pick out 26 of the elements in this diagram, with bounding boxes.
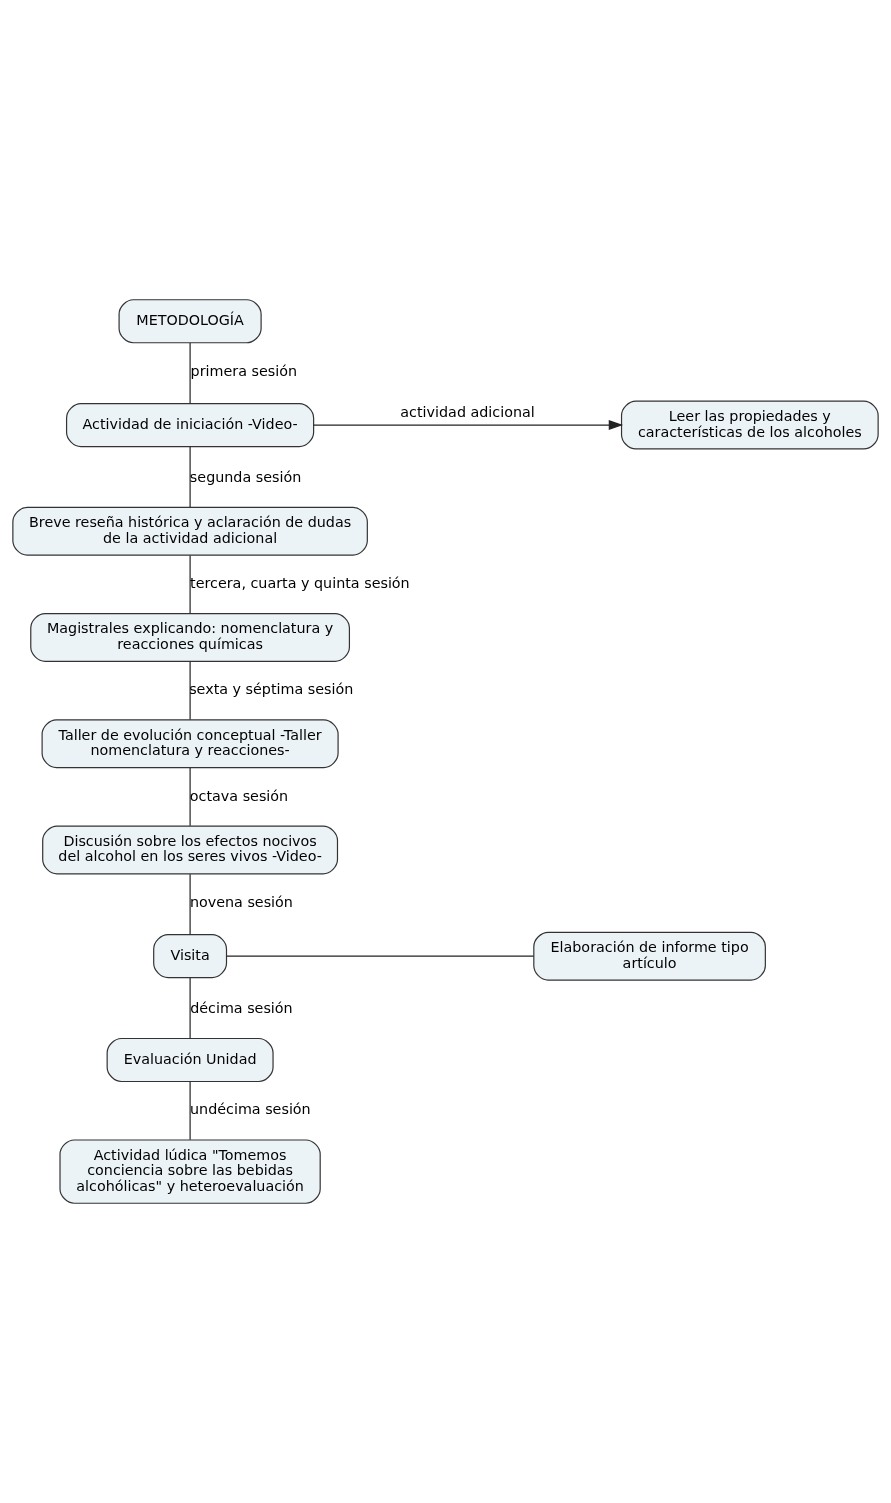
node-box: Visita <box>153 934 228 979</box>
edge-label: undécima sesión <box>190 1101 311 1118</box>
connector <box>189 342 191 404</box>
connector <box>189 661 191 721</box>
node-box: Leer las propiedades y características de los alcoholes <box>620 400 879 450</box>
connector <box>189 446 191 508</box>
node-box: METODOLOGÍA <box>118 299 262 344</box>
node-box: Breve reseña histórica y aclaración de dudas de la actividad adicional <box>12 506 368 556</box>
node-box: Evaluación Unidad <box>106 1037 274 1083</box>
arrow <box>313 420 624 431</box>
edge-label: novena sesión <box>189 893 293 910</box>
node-box: Actividad lúdica "Tomemos conciencia sobre las bebidas alcohólicas" y heteroevaluación <box>59 1139 321 1204</box>
edge-label: primera sesión <box>190 362 298 379</box>
connector <box>189 767 191 827</box>
node-box: Elaboración de informe tipo artículo <box>533 931 766 981</box>
edge-label: décima sesión <box>190 999 293 1016</box>
node-box: Magistrales explicando: nomenclatura y reacciones químicas <box>30 613 351 662</box>
node-box: Discusión sobre los efectos nocivos del alcohol en los seres vivos -Video- <box>42 825 339 875</box>
node-box: Actividad de iniciación -Video- <box>66 403 315 448</box>
connector <box>189 873 191 936</box>
connector <box>189 554 191 614</box>
connector <box>189 977 191 1039</box>
connector <box>226 955 535 957</box>
node-box: Taller de evolución conceptual -Taller nomenclatura y reacciones- <box>41 719 339 769</box>
edge-label: actividad adicional <box>400 404 535 421</box>
connector <box>189 1081 191 1141</box>
